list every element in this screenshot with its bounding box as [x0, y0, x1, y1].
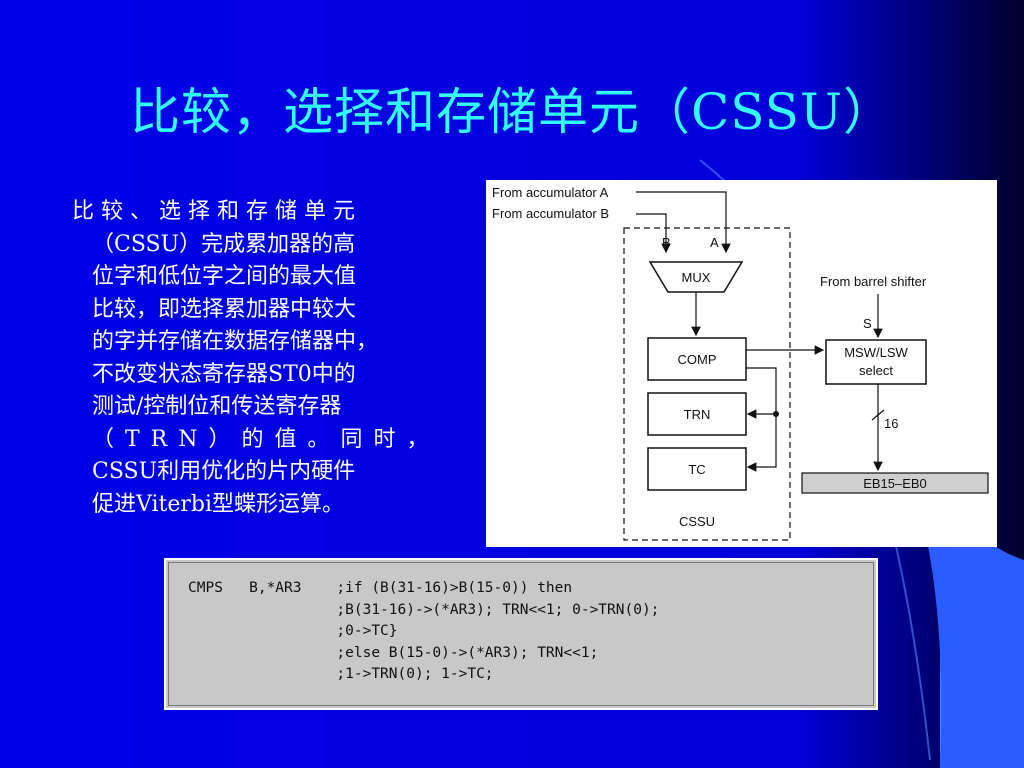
input-a-label: From accumulator A [492, 185, 609, 200]
cssu-boundary [623, 227, 791, 541]
description-line: 促进Viterbi型蝶形运算。 [92, 491, 345, 517]
bus-width-tick [871, 409, 885, 421]
code-line: ;1->TRN(0); 1->TC; [188, 666, 494, 682]
msw-lsw-select-block [825, 339, 927, 385]
code-line: ;else B(15-0)->(*AR3); TRN<<1; [188, 644, 599, 661]
eb-bus-label: EB15–EB0 [863, 476, 927, 491]
select-label-line1: MSW/LSW [844, 345, 908, 360]
code-inner-frame [168, 562, 874, 706]
cssu-label: CSSU [679, 514, 715, 529]
wire-comp-tc [746, 367, 777, 472]
page-title: 比较，选择和存储单元（CSSU） [129, 83, 895, 141]
tc-label: TC [688, 462, 705, 477]
trn-block [647, 392, 747, 436]
trn-label: TRN [684, 407, 711, 422]
code-line: CMPS B,*AR3 ;if (B(31-16)>B(15-0)) then [188, 580, 573, 596]
description-line: 位字和低位字之间的最大值 [92, 264, 357, 289]
port-b-label: B [662, 235, 671, 250]
description-line: （TRN）的值。同时， [92, 426, 440, 452]
description-paragraph: 比 较 、 选 择 和 存 储 单 元 （CSSU）完成累加器的高 位字和低位字… [72, 196, 450, 521]
description-line: 比 较 、 选 择 和 存 储 单 元 [72, 199, 355, 224]
barrel-shifter-label: From barrel shifter [820, 274, 927, 289]
comp-block [647, 337, 747, 381]
mux-label: MUX [682, 270, 711, 285]
port-s-label: S [863, 316, 872, 331]
assembly-code-box: CMPS B,*AR3 ;if (B(31-16)>B(15-0)) then … [164, 558, 878, 710]
junction-dot [773, 411, 779, 417]
code-listing: CMPS B,*AR3 ;if (B(31-16)>B(15-0)) then … [188, 578, 659, 686]
input-b-label: From accumulator B [492, 206, 609, 221]
wire-b [636, 213, 671, 254]
code-line: ;B(31-16)->(*AR3); TRN<<1; 0->TRN(0); [188, 601, 660, 618]
description-line: 比较，即选择累加器中较大 [92, 296, 357, 322]
eb-bus-block [801, 472, 989, 494]
wire-a [636, 191, 731, 254]
code-line: ;0->TC} [188, 623, 398, 639]
description-line: 不改变状态寄存器ST0中的 [92, 361, 356, 387]
description-line: （CSSU）完成累加器的高 [92, 231, 356, 257]
bus-width-label: 16 [884, 416, 898, 431]
select-label-line2: select [859, 363, 893, 378]
description-line: 测试/控制位和传送寄存器 [92, 394, 342, 419]
cssu-block-diagram: From accumulator A From accumulator B B … [486, 180, 997, 547]
description-line: CSSU利用优化的片内硬件 [92, 459, 356, 484]
mux-block [648, 261, 744, 293]
port-a-label: A [710, 235, 719, 250]
accent-curve-fill [880, 420, 1024, 768]
comp-label: COMP [678, 352, 717, 367]
description-line: 的字并存储在数据存储器中， [92, 329, 379, 354]
tc-block [647, 447, 747, 491]
